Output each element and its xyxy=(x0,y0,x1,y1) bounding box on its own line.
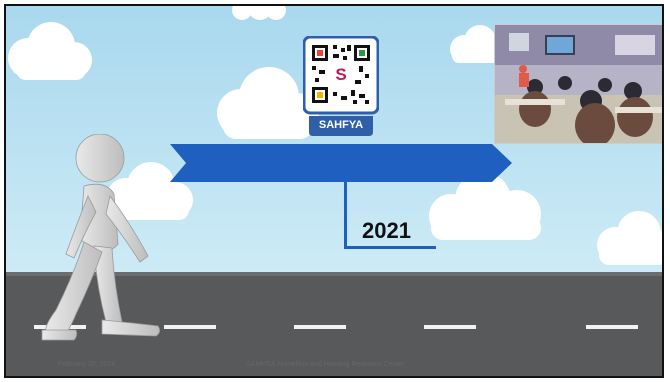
timeline-year: 2021 xyxy=(362,218,411,243)
classroom-photo xyxy=(494,24,662,144)
road-dash xyxy=(164,325,216,329)
svg-text:S: S xyxy=(335,65,346,84)
cloud-left-mid xyxy=(106,162,193,220)
road-dash xyxy=(424,325,476,329)
cloud-center-left xyxy=(217,67,319,139)
walking-person-icon xyxy=(41,134,160,341)
road-edge xyxy=(6,272,662,276)
year-connector-horizontal xyxy=(344,246,436,249)
road-dash xyxy=(586,325,638,329)
cloud-top-left xyxy=(8,22,92,80)
road-dash xyxy=(294,325,346,329)
cloud-top-center xyxy=(232,6,286,20)
footer-organization: SAMHSA Homeless and Housing Resource Cen… xyxy=(246,361,405,368)
cloud-right-top xyxy=(450,25,500,63)
timeline-arrow-icon xyxy=(170,144,512,182)
qr-label: SAHFYA xyxy=(318,119,364,131)
qr-code-icon: S xyxy=(302,35,380,136)
cloud-far-right xyxy=(597,211,662,265)
slide-frame: 2021 S SAHFYA xyxy=(4,4,664,378)
year-connector-vertical xyxy=(344,182,347,248)
footer-date: February 28, 2024 xyxy=(58,361,116,368)
qr-code-card[interactable]: S SAHFYA xyxy=(302,35,380,138)
cloud-right-mid xyxy=(429,172,541,240)
